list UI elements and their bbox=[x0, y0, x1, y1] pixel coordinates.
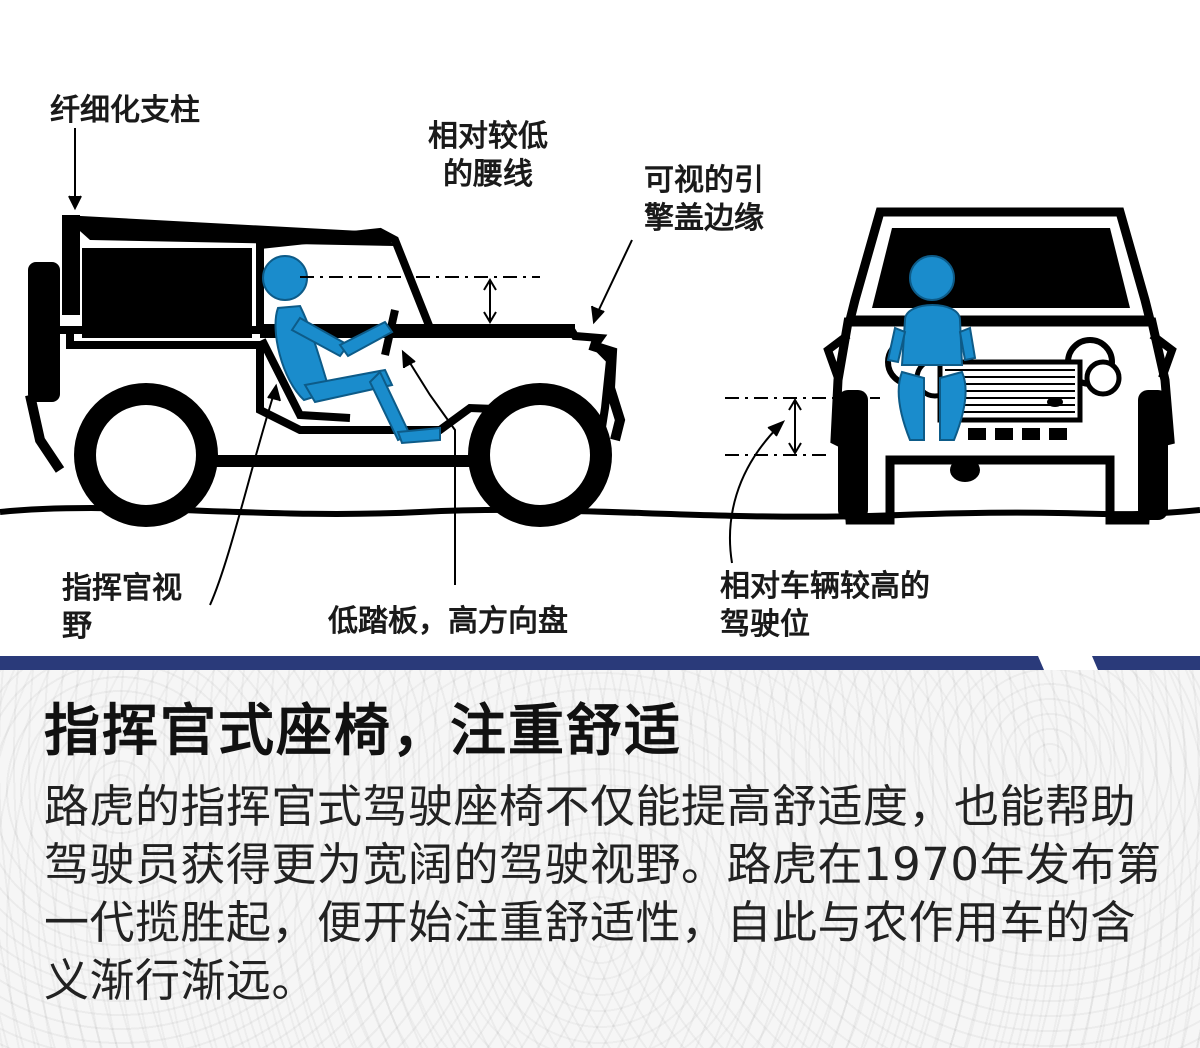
caption-headline: 指挥官式座椅，注重舒适 bbox=[44, 699, 682, 764]
label-visible-hood-edge: 可视的引 擎盖边缘 bbox=[644, 163, 764, 236]
front-view-vehicle bbox=[725, 207, 1177, 525]
front-driver-figure bbox=[886, 255, 977, 441]
side-view-vehicle bbox=[25, 215, 626, 527]
seating-diagram: 纤细化支柱 相对较低 的腰线 可视的引 擎盖边缘 指挥官视 野 低踏板，高方向盘… bbox=[0, 93, 1200, 644]
label-high-seat-position: 相对车辆较高的 驾驶位 bbox=[720, 569, 930, 642]
caption-panel bbox=[0, 670, 1200, 1048]
side-driver-figure bbox=[262, 255, 441, 445]
label-low-waistline: 相对较低 的腰线 bbox=[428, 119, 548, 192]
label-low-pedal-high-wheel: 低踏板，高方向盘 bbox=[328, 604, 568, 639]
label-slim-pillar: 纤细化支柱 bbox=[50, 93, 200, 128]
caption-body: 路虎的指挥官式驾驶座椅不仅能提高舒适度，也能帮助驾驶员获得更为宽阔的驾驶视野。路… bbox=[44, 780, 1162, 1007]
vehicle-illustration bbox=[0, 128, 1200, 606]
annotation-arrows bbox=[68, 128, 786, 606]
section-divider bbox=[0, 656, 1200, 670]
label-commander-view: 指挥官视 野 bbox=[62, 571, 182, 644]
